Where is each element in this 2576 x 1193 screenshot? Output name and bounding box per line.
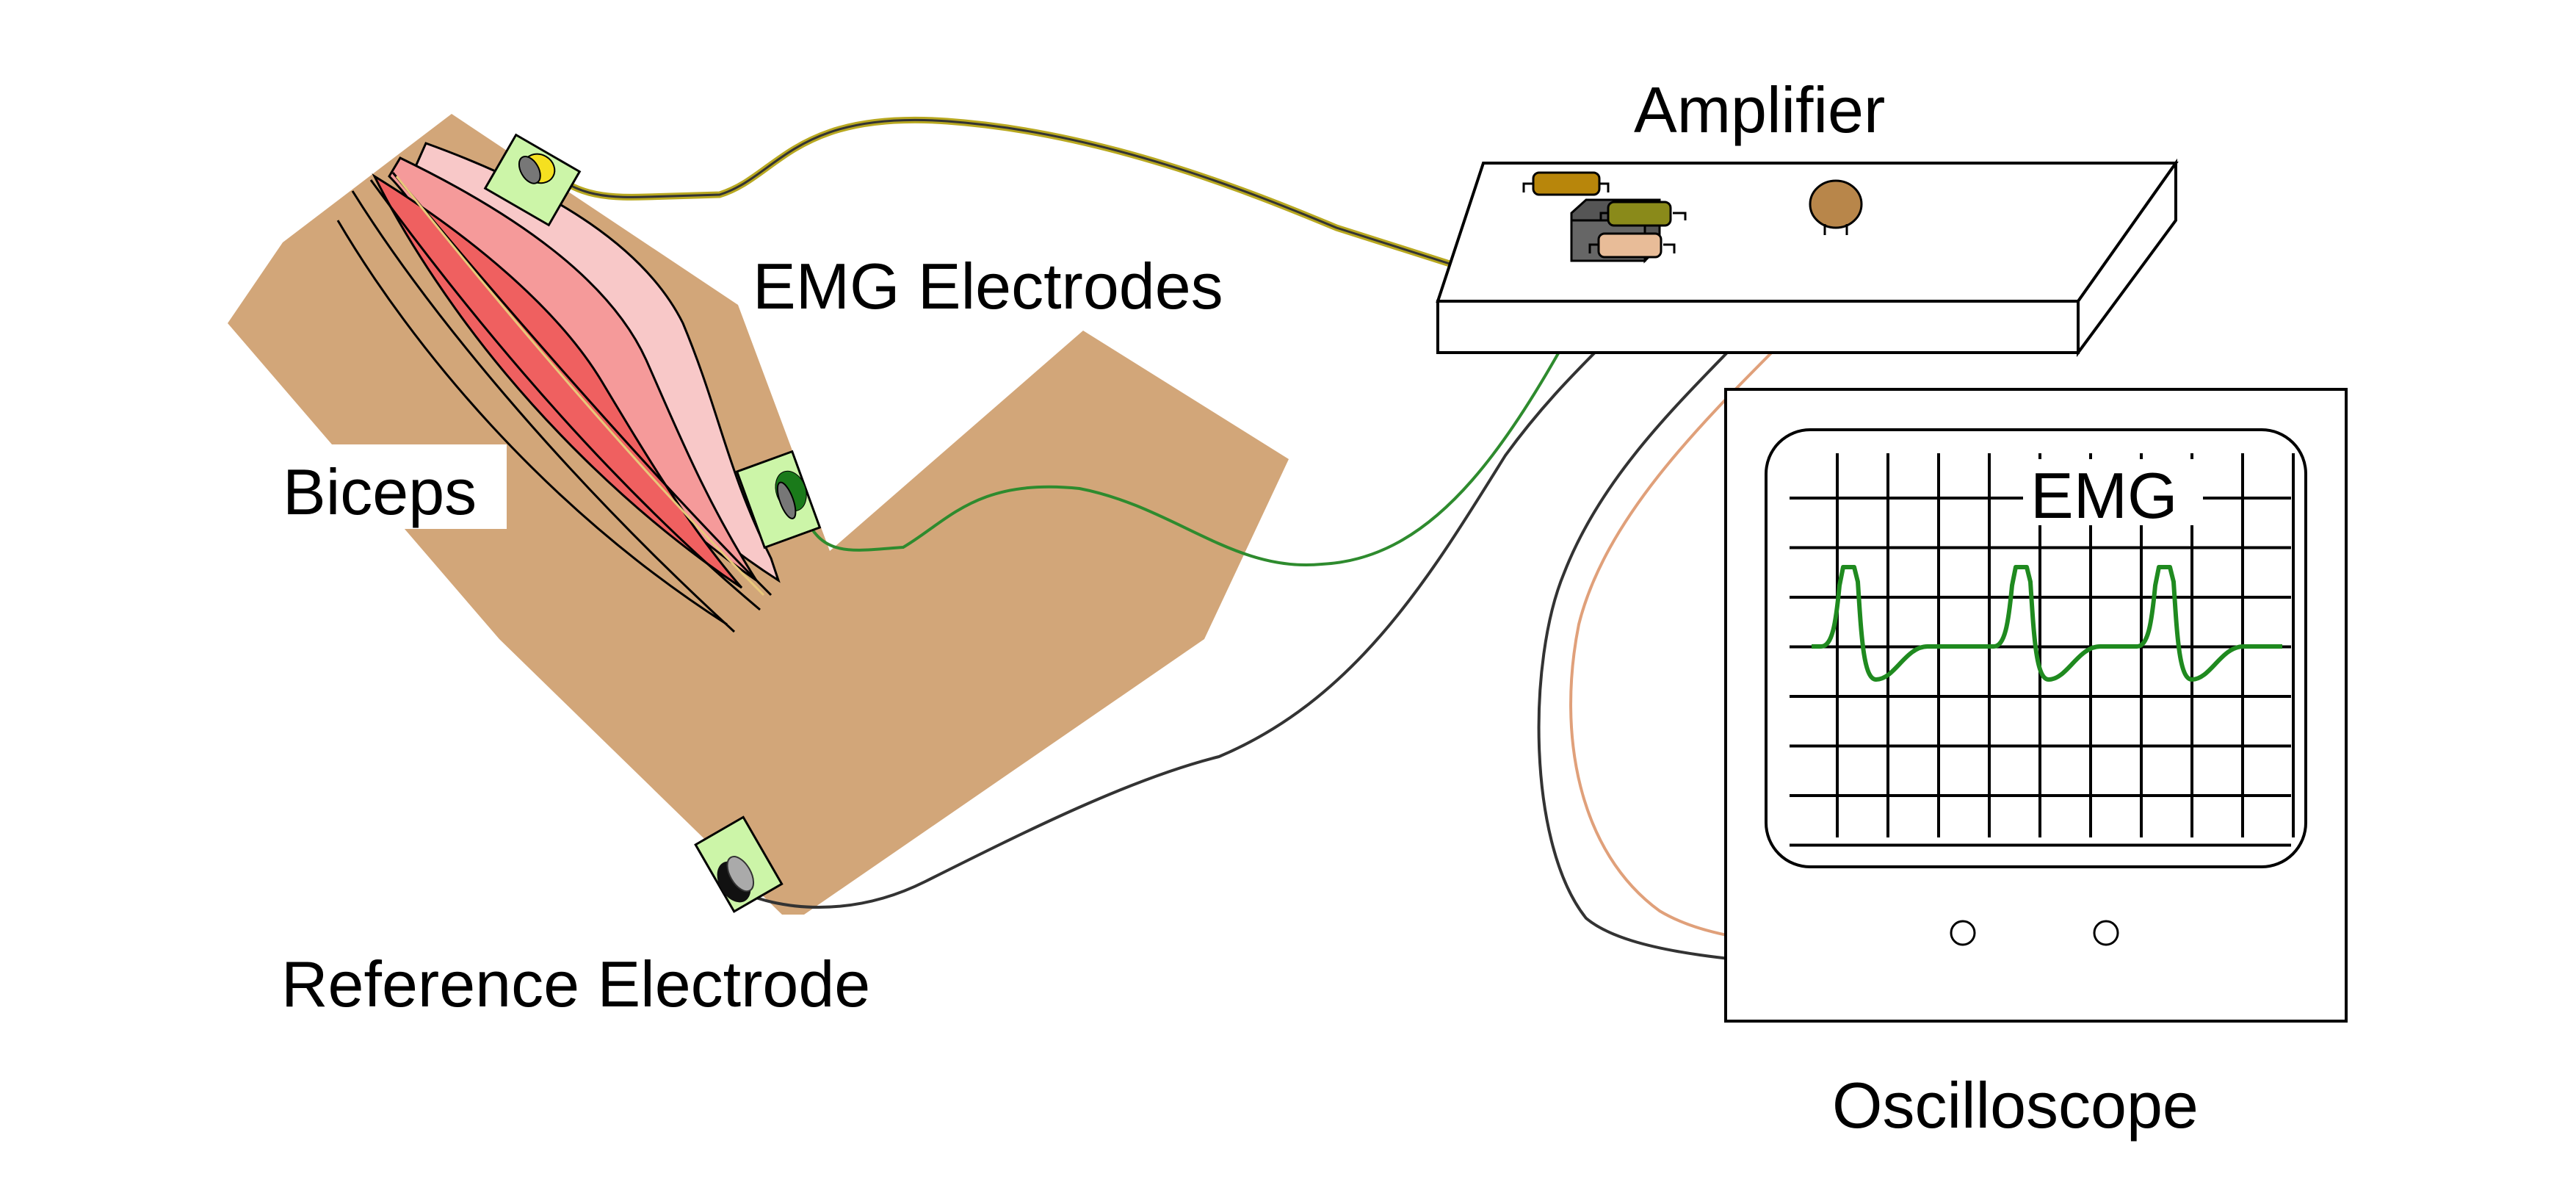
amplifier-front-face	[1436, 300, 2080, 354]
electrode-cap	[776, 481, 797, 519]
screen-title: EMG	[2030, 459, 2177, 532]
reference-electrode-label: Reference Electrode	[281, 948, 870, 1020]
emg-trace	[1812, 565, 2282, 682]
input-terminal-2[interactable]	[2093, 920, 2119, 946]
muscle-fiber-4	[336, 220, 728, 626]
amplifier-side-face	[2077, 158, 2177, 358]
amplifier	[1436, 158, 2179, 358]
resistor-gold	[1522, 171, 1610, 196]
electrode-cap	[726, 856, 755, 893]
muscle-fiber-2	[369, 179, 761, 611]
wire-yellow-core	[542, 118, 1480, 275]
muscle-inner	[372, 173, 743, 589]
biceps-label: Biceps	[283, 455, 477, 528]
input-terminal-1[interactable]	[1950, 920, 1976, 946]
oscilloscope	[1724, 388, 2348, 1023]
amplifier-label: Amplifier	[1634, 73, 1885, 146]
screen-title-bg	[2023, 459, 2203, 525]
muscle-tendon	[395, 176, 765, 596]
emg-electrode-lower	[735, 450, 822, 549]
capacitor-brown	[1809, 179, 1863, 235]
biceps-muscle	[336, 142, 781, 633]
emg-electrode-upper	[483, 133, 582, 227]
wire-black-reference	[734, 281, 1661, 909]
reference-electrode	[694, 815, 784, 913]
muscle-fiber-1	[351, 190, 736, 633]
electrode-cap	[518, 156, 541, 184]
oscilloscope-label: Oscilloscope	[1832, 1069, 2199, 1142]
biceps-label-bg	[279, 444, 507, 529]
wires	[540, 116, 2109, 973]
wire-green	[803, 282, 1599, 567]
emg-electrodes-label: EMG Electrodes	[753, 250, 1223, 322]
resistor-tan	[1588, 232, 1676, 259]
resistor-olive	[1599, 201, 1687, 227]
